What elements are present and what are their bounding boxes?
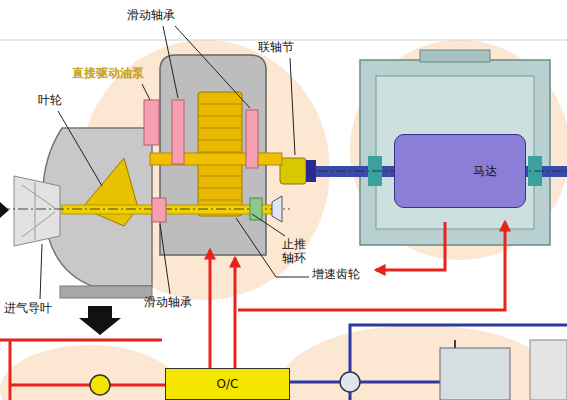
node-text: O/C (217, 377, 239, 391)
part-label: 叶轮 (38, 94, 62, 108)
part-label: 增速齿轮 (312, 268, 360, 282)
coupling (280, 158, 306, 184)
part-label: 止推 轴环 (282, 238, 308, 266)
glow (350, 40, 567, 260)
impeller (82, 158, 138, 226)
part-label: 直接驱动油泵 (72, 67, 144, 81)
pump-bearing (144, 100, 159, 145)
part-label: 进气导叶 (4, 302, 52, 316)
motor-rotor: 马达 (394, 134, 526, 208)
oil-cooler-box: O/C (165, 368, 290, 400)
inlet-guide-vane (14, 176, 60, 246)
part-label: 滑动轴承 (127, 9, 175, 23)
glow (280, 325, 560, 400)
node-text: 马达 (473, 163, 497, 180)
part-label: 联轴节 (258, 41, 294, 55)
glow (0, 345, 180, 400)
oil-tank (440, 348, 510, 400)
part-label: 滑动轴承 (144, 296, 192, 310)
motor-housing (360, 60, 550, 245)
pinion-shaft (62, 205, 276, 214)
oil-pump (90, 375, 110, 395)
